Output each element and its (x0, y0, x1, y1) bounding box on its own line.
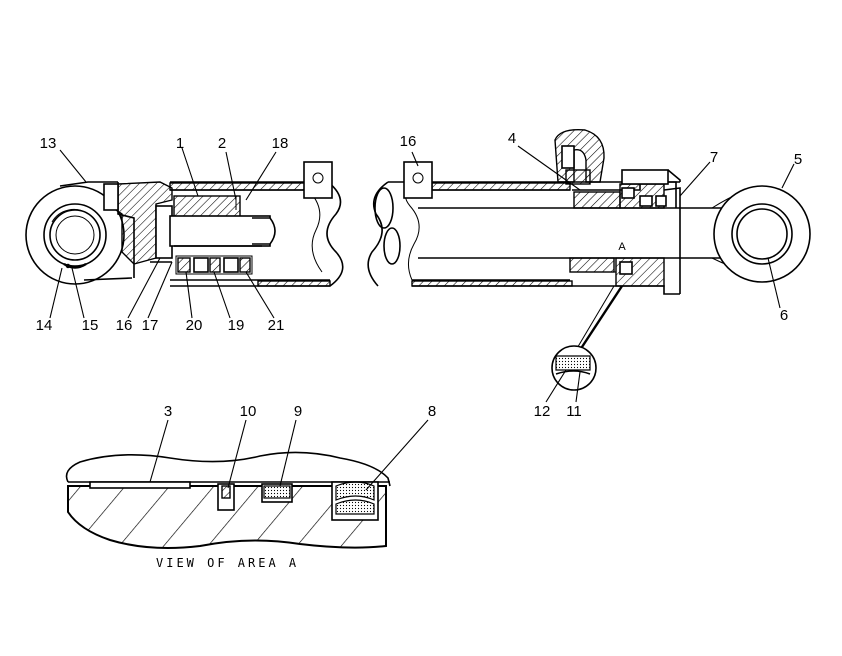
area-a-leader (578, 285, 624, 351)
callout-2: 2 (218, 135, 226, 152)
callouts-main: 13 1 2 18 16 4 7 5 6 14 15 16 17 20 19 2… (36, 130, 803, 420)
rod-eye (711, 185, 811, 283)
piston-rod (418, 207, 740, 259)
callout-3: 3 (164, 403, 172, 420)
cylinder-assembly: A (25, 129, 811, 391)
detail-caption: VIEW OF AREA A (156, 556, 299, 570)
callout-1: 1 (176, 135, 184, 152)
callout-17: 17 (142, 317, 159, 334)
callout-18: 18 (272, 135, 289, 152)
callout-13: 13 (40, 135, 57, 152)
callout-8: 8 (428, 403, 436, 420)
barrel (169, 181, 680, 287)
detail-view-a: 3 10 9 8 VIEW OF AREA A (65, 403, 436, 570)
area-a-marker: A (618, 241, 626, 253)
gland (554, 129, 681, 295)
callout-4: 4 (508, 130, 516, 147)
callout-7: 7 (710, 149, 718, 166)
head-eye (25, 181, 173, 285)
callout-12: 12 (534, 403, 551, 420)
callout-6: 6 (780, 307, 788, 324)
callout-10: 10 (240, 403, 257, 420)
callout-19: 19 (228, 317, 245, 334)
callout-14: 14 (36, 317, 53, 334)
callout-16-bottom: 16 (116, 317, 133, 334)
callout-9: 9 (294, 403, 302, 420)
ports (303, 161, 433, 199)
callout-15: 15 (82, 317, 99, 334)
callout-21: 21 (268, 317, 285, 334)
callout-11: 11 (566, 403, 582, 420)
callout-16-top: 16 (400, 133, 417, 150)
piston (150, 195, 276, 275)
callout-5: 5 (794, 151, 802, 168)
callout-20: 20 (186, 317, 203, 334)
